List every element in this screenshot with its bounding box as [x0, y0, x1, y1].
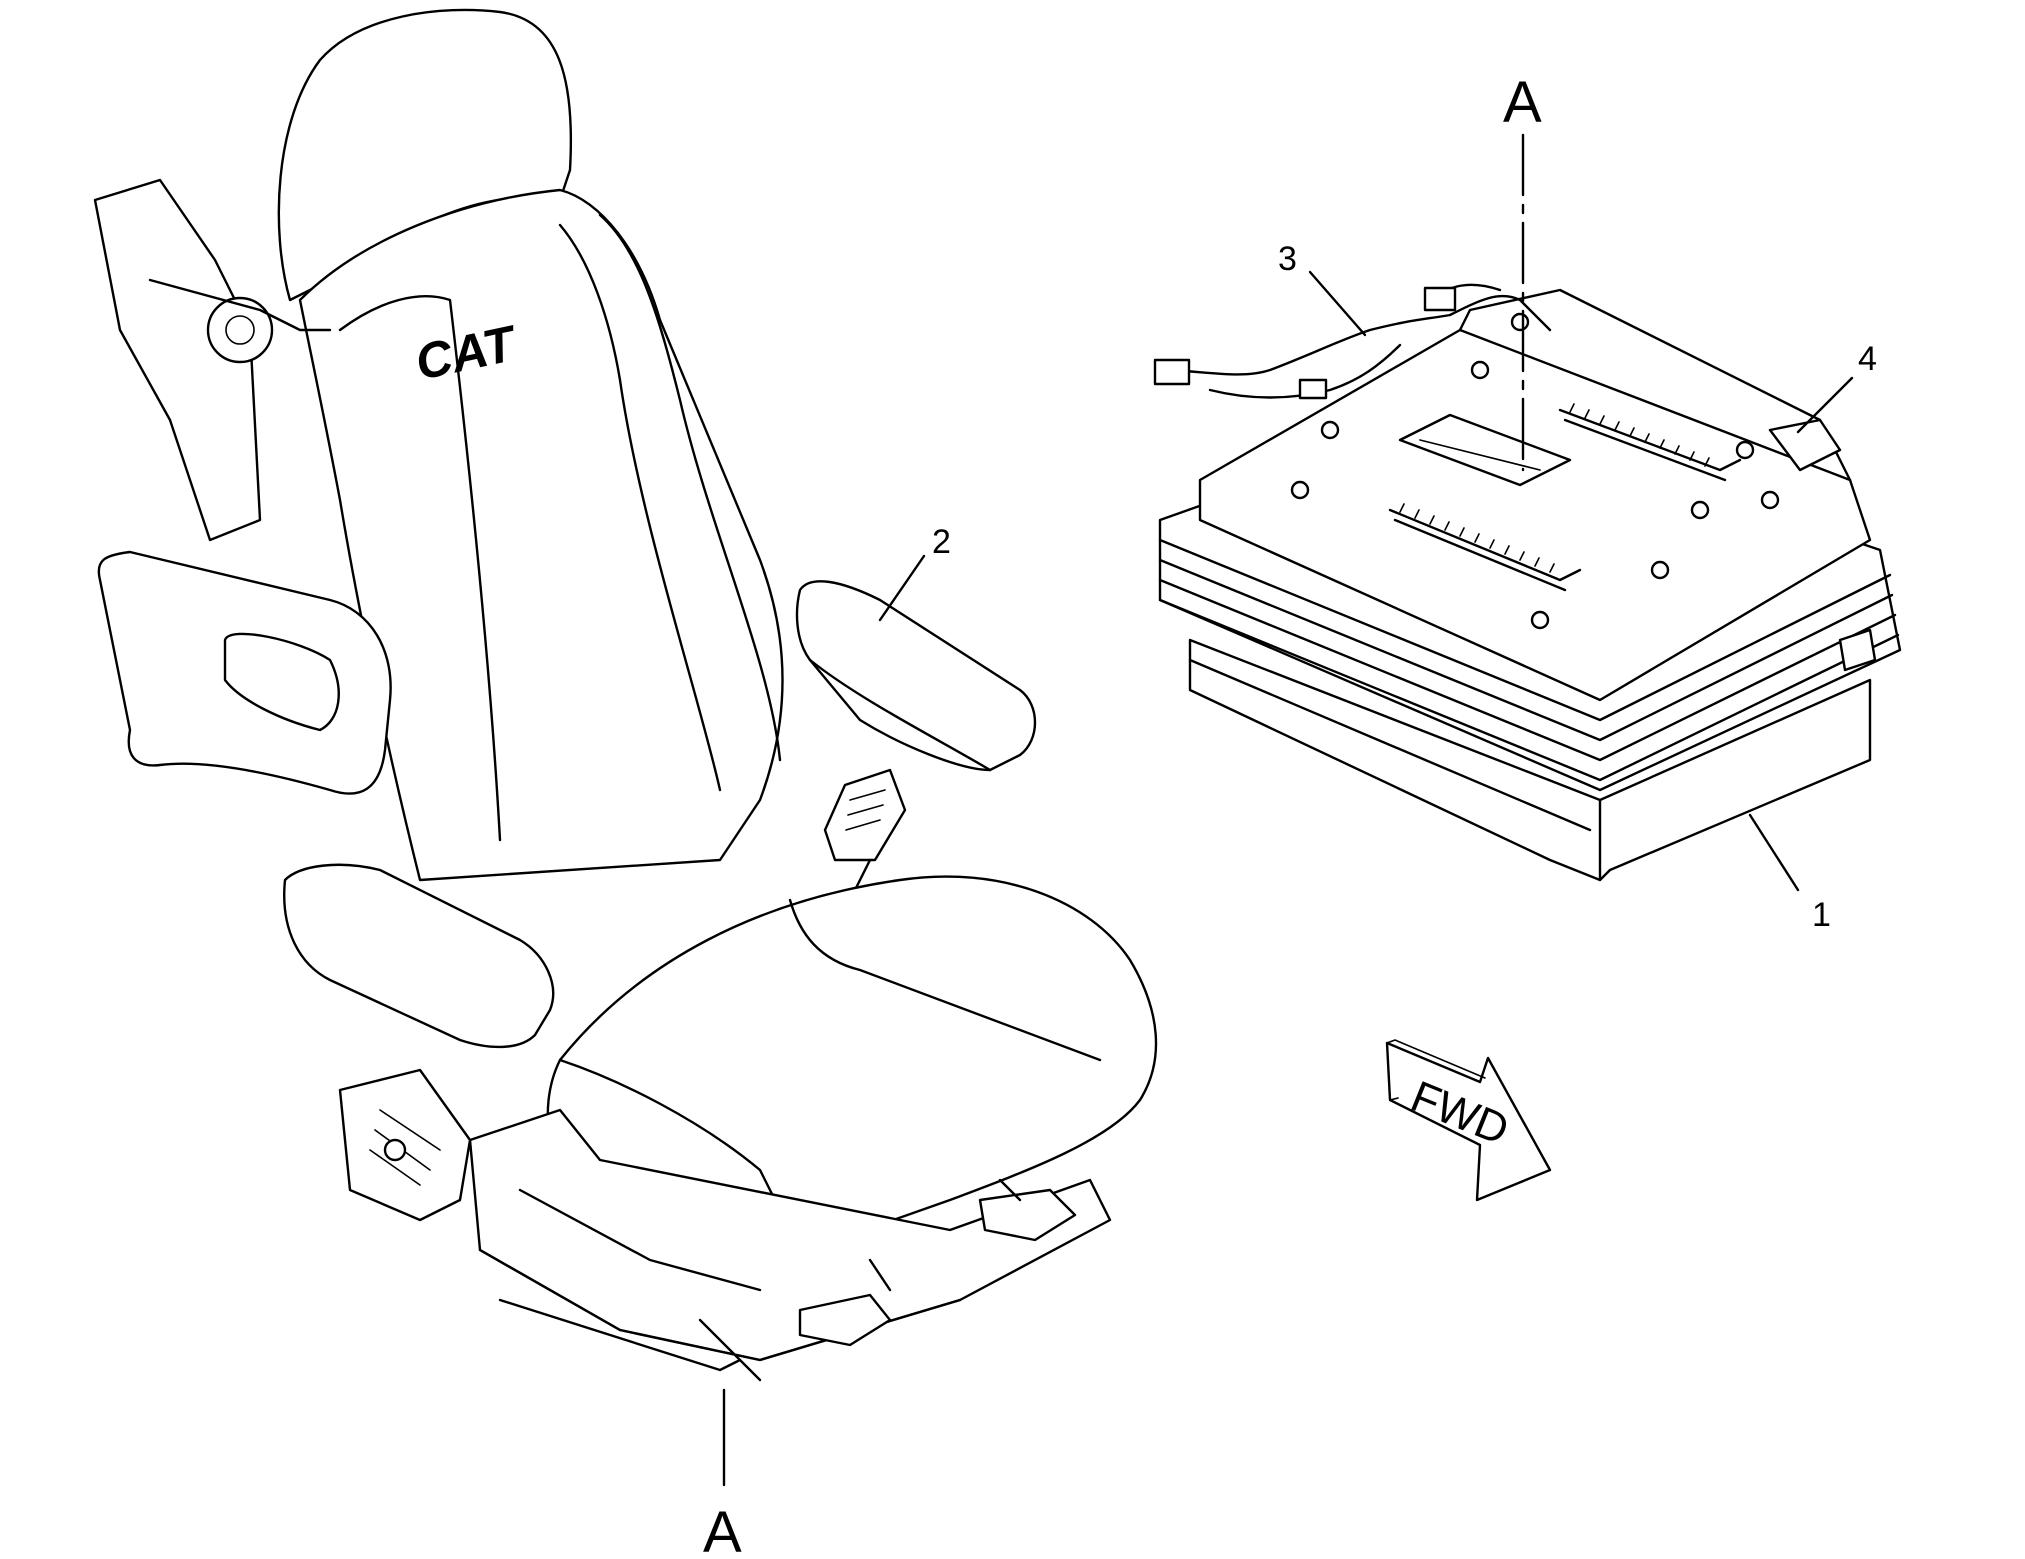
- callout-3: 3: [1278, 240, 1297, 278]
- seat-suspension-assembly: [1158, 288, 1902, 882]
- callout-2: 2: [932, 523, 951, 561]
- leader-4: [1796, 376, 1854, 434]
- leader-3: [1308, 270, 1367, 337]
- connector-top: [1423, 286, 1457, 312]
- section-label-bottom: A: [703, 1500, 742, 1559]
- backrest: [298, 188, 784, 882]
- leader-1: [1748, 813, 1800, 892]
- callout-1: 1: [1812, 896, 1831, 934]
- forward-arrow-icon: FWD: [1385, 1039, 1552, 1202]
- recline-mechanism: [93, 178, 262, 542]
- seat-belt-buckle: [823, 768, 907, 862]
- connector-left: [1153, 358, 1191, 386]
- leader-2: [878, 554, 926, 622]
- armrest-left-front: [283, 863, 555, 1049]
- slide-rail-rear: [1558, 408, 1742, 472]
- recline-knob: [206, 296, 274, 364]
- callout-4: 4: [1858, 340, 1877, 378]
- operator-seat: CAT: [93, 8, 1158, 1382]
- callouts: 1 2 3 4: [878, 240, 1877, 934]
- slide-lever: [798, 1293, 892, 1347]
- slide-rail-front: [1388, 508, 1582, 582]
- suspension-lower-frame: [1188, 638, 1872, 882]
- wiring-harness: [1153, 283, 1552, 400]
- side-bracket: [1768, 418, 1842, 472]
- section-label-top: A: [1503, 70, 1542, 135]
